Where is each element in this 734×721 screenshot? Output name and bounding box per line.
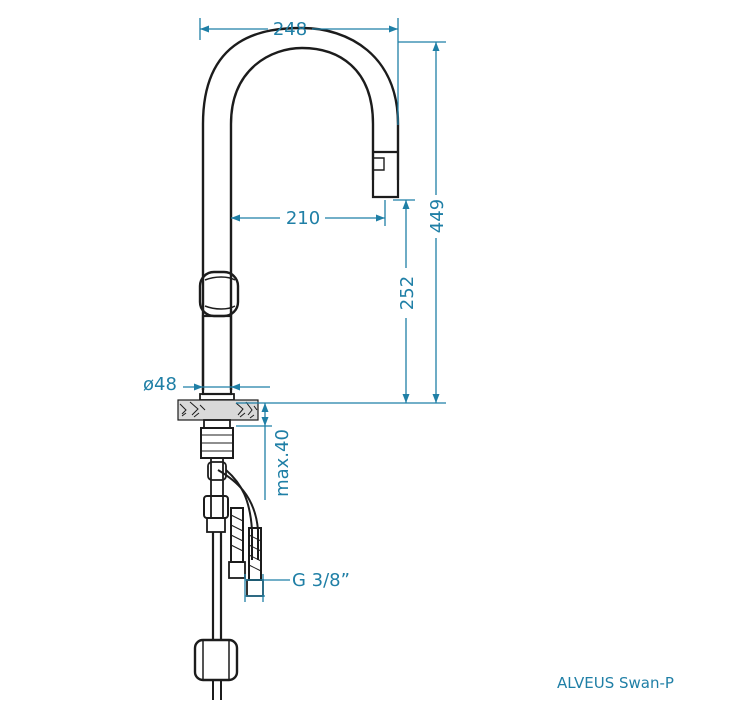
faucet-outline bbox=[177, 26, 400, 700]
braided-hose-cold bbox=[228, 507, 246, 579]
spout-inner-line bbox=[229, 46, 375, 390]
label-max-deck-thickness: max.40 bbox=[272, 429, 293, 497]
label-spout-reach: 210 bbox=[286, 208, 320, 229]
dimension-labels: 248 449 210 252 ø48 max.40 G 3/8” bbox=[143, 19, 448, 591]
model-name: ALVEUS Swan-P bbox=[557, 674, 674, 692]
lever-handle bbox=[198, 270, 240, 318]
label-connection-thread: G 3/8” bbox=[292, 570, 350, 591]
base-ring bbox=[199, 393, 235, 401]
supply-hose-curve bbox=[217, 469, 259, 560]
label-overall-height: 449 bbox=[427, 199, 448, 233]
label-base-diameter: ø48 bbox=[143, 374, 177, 395]
label-overall-width: 248 bbox=[273, 19, 307, 40]
mounting-nut bbox=[200, 419, 234, 459]
spray-head bbox=[371, 150, 400, 199]
spout-outer-line bbox=[201, 26, 400, 390]
braided-hose-hot bbox=[246, 527, 264, 597]
dimension-lines bbox=[183, 18, 446, 602]
spray-hose bbox=[211, 532, 223, 640]
connector-block bbox=[203, 495, 229, 519]
hose-weight bbox=[193, 638, 239, 682]
spray-head-detail bbox=[373, 157, 385, 171]
label-spout-height: 252 bbox=[397, 276, 418, 310]
faucet-base bbox=[201, 314, 233, 396]
threaded-stud bbox=[210, 457, 224, 519]
